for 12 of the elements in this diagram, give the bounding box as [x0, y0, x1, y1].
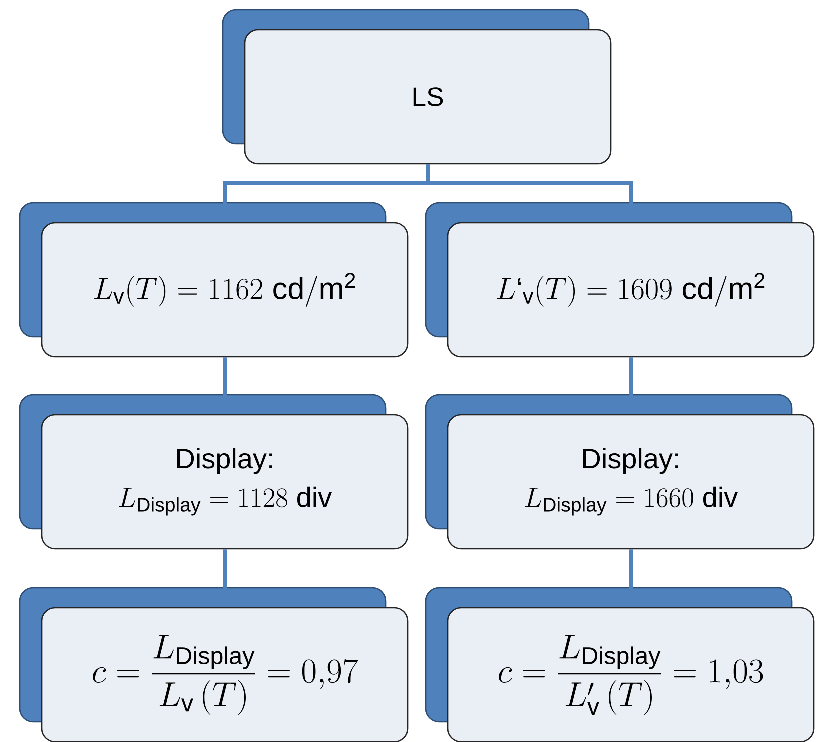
connector-line — [426, 164, 633, 222]
process-box: LS — [222, 9, 612, 165]
process-box: $c = \frac{L_{\mathrm{Display}}}{L_{\mathrm{v}}\,(T)} = 0{,}97$ — [19, 587, 409, 742]
connector-line — [629, 550, 633, 608]
connector-line — [223, 358, 227, 414]
connector-line — [629, 358, 633, 414]
process-box: Display: $L_{\mathrm{Display}} = 1128\ \mathrm{div}$ — [19, 394, 409, 550]
process-box: $c = \frac{L_{\mathrm{Display}}}{L'_{\mathrm{v}}\,(T)} = 1{,}03$ — [425, 587, 815, 742]
process-box: Display: $L_{\mathrm{Display}} = 1660\ \mathrm{div}$ — [425, 394, 815, 550]
process-box: $L`_{\mathrm{v}}(T) = 1609\ \mathrm{cd/m^{2}}$ — [425, 202, 815, 358]
process-box: $L_{\mathrm{v}}(T) = 1162\ \mathrm{cd/m^{2}}$ — [19, 202, 409, 358]
connector-line — [223, 550, 227, 608]
